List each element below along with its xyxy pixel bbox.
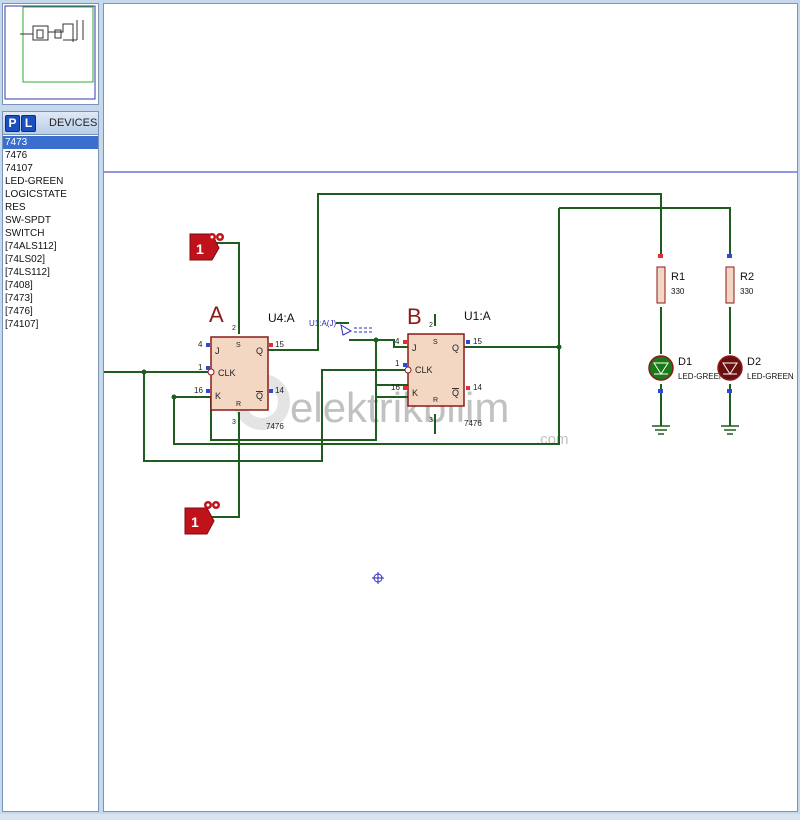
logic-state-bottom-value: 1 — [191, 514, 199, 530]
logic-state-bottom[interactable]: 1 — [184, 501, 220, 535]
device-list-item[interactable]: [7476] — [5, 306, 33, 317]
device-list-item[interactable]: SW-SPDT — [5, 215, 51, 226]
flip-flop-b-num-qbar: 14 — [473, 383, 482, 392]
resistor-r2[interactable]: R2 330 — [725, 266, 754, 304]
led-d2-ref: D2 — [747, 356, 761, 368]
flip-flop-b[interactable]: B U1:A J CLK K Q Q S R 4 1 16 15 14 2 3 … — [391, 304, 491, 428]
flip-flop-a-part: 7476 — [266, 422, 284, 431]
flip-flop-a-num-k: 16 — [194, 386, 203, 395]
device-list-item[interactable]: RES — [5, 202, 26, 213]
resistor-r1-ref: R1 — [671, 271, 685, 283]
flip-flop-a-pin-s: S — [236, 342, 241, 349]
status-bar — [0, 814, 800, 820]
flip-flop-a-num-qbar: 14 — [275, 386, 284, 395]
schematic-drawing[interactable]: elektrikbilim .com — [104, 4, 798, 812]
logic-state-top[interactable]: 1 — [189, 233, 224, 261]
watermark-text: elektrikbilim — [290, 384, 509, 431]
overview-window[interactable] — [2, 3, 99, 105]
led-d1[interactable]: D1 LED-GREEN — [648, 355, 725, 381]
flip-flop-b-pin-clk: CLK — [415, 365, 433, 375]
device-list-item[interactable]: 7476 — [5, 150, 28, 161]
flip-flop-b-pin-r: R — [433, 397, 438, 404]
device-list-item[interactable]: 7473 — [3, 136, 98, 149]
ground-symbol — [652, 425, 739, 435]
device-list-item[interactable]: LOGICSTATE — [5, 189, 67, 200]
device-list-item[interactable]: 74107 — [5, 163, 33, 174]
flip-flop-a-num-j: 4 — [198, 340, 203, 349]
flip-flop-a-pin-qbar: Q — [256, 391, 263, 401]
device-list-item[interactable]: [7473] — [5, 293, 33, 304]
flip-flop-b-pin-qbar: Q — [452, 388, 459, 398]
pick-devices-button[interactable]: P — [5, 115, 20, 132]
device-list-item[interactable]: [74107] — [5, 319, 39, 330]
led-d1-part: LED-GREEN — [678, 372, 725, 381]
flip-flop-a-num-r: 3 — [232, 419, 236, 426]
schematic-canvas[interactable]: elektrikbilim .com — [103, 3, 798, 812]
flip-flop-a-pin-r: R — [236, 401, 241, 408]
device-list-item[interactable]: [74ALS112] — [5, 241, 57, 252]
resistor-r1[interactable]: R1 330 — [656, 266, 685, 304]
overview-thumbnail — [4, 5, 96, 100]
flip-flop-a-pin-j: J — [215, 346, 220, 356]
devices-title: DEVICES — [49, 117, 98, 129]
flip-flop-b-letter: B — [407, 304, 422, 329]
flip-flop-b-pin-j: J — [412, 343, 417, 353]
probe-label: U1:A(J) — [309, 319, 336, 328]
device-list-item[interactable]: [74LS02] — [5, 254, 46, 265]
flip-flop-b-pin-s: S — [433, 339, 438, 346]
voltage-probe[interactable]: U1:A(J) — [309, 319, 372, 336]
flip-flop-a-ref: U4:A — [268, 311, 295, 325]
led-d2-part: LED-GREEN — [747, 372, 794, 381]
flip-flop-a-letter: A — [209, 302, 224, 327]
flip-flop-b-num-clk: 1 — [395, 359, 400, 368]
pin-markers — [206, 254, 732, 393]
wires — [104, 193, 731, 518]
flip-flop-a-pin-clk: CLK — [218, 368, 236, 378]
flip-flop-b-ref: U1:A — [464, 309, 491, 323]
flip-flop-b-num-r: 3 — [429, 417, 433, 424]
resistor-r2-ref: R2 — [740, 271, 754, 283]
flip-flop-b-num-q: 15 — [473, 337, 482, 346]
origin-marker — [372, 572, 384, 584]
flip-flop-b-num-j: 4 — [395, 337, 400, 346]
device-selector-header: P L DEVICES — [3, 112, 98, 135]
led-d1-ref: D1 — [678, 356, 692, 368]
flip-flop-a-num-clk: 1 — [198, 363, 203, 372]
flip-flop-a-num-q: 15 — [275, 340, 284, 349]
flip-flop-a-num-s: 2 — [232, 325, 236, 332]
flip-flop-a-pin-q: Q — [256, 346, 263, 356]
resistor-r1-value: 330 — [671, 287, 685, 296]
flip-flop-b-num-k: 16 — [391, 383, 400, 392]
flip-flop-a[interactable]: A U4:A J CLK K Q Q S R 4 1 16 15 14 2 3 … — [194, 302, 295, 431]
device-list-item[interactable]: LED-GREEN — [5, 176, 64, 187]
flip-flop-b-pin-q: Q — [452, 343, 459, 353]
device-list-item[interactable]: [7408] — [5, 280, 33, 291]
flip-flop-b-pin-k: K — [412, 388, 418, 398]
flip-flop-b-num-s: 2 — [429, 322, 433, 329]
library-manager-button[interactable]: L — [21, 115, 36, 132]
device-list-item[interactable]: SWITCH — [5, 228, 45, 239]
device-list-item[interactable]: [74LS112] — [5, 267, 50, 278]
resistor-r2-value: 330 — [740, 287, 754, 296]
wire-junctions — [141, 337, 562, 400]
led-d2[interactable]: D2 LED-GREEN — [717, 355, 794, 381]
logic-state-top-value: 1 — [196, 241, 204, 257]
flip-flop-a-pin-k: K — [215, 391, 221, 401]
watermark-sub: .com — [536, 431, 569, 448]
flip-flop-b-part: 7476 — [464, 419, 482, 428]
